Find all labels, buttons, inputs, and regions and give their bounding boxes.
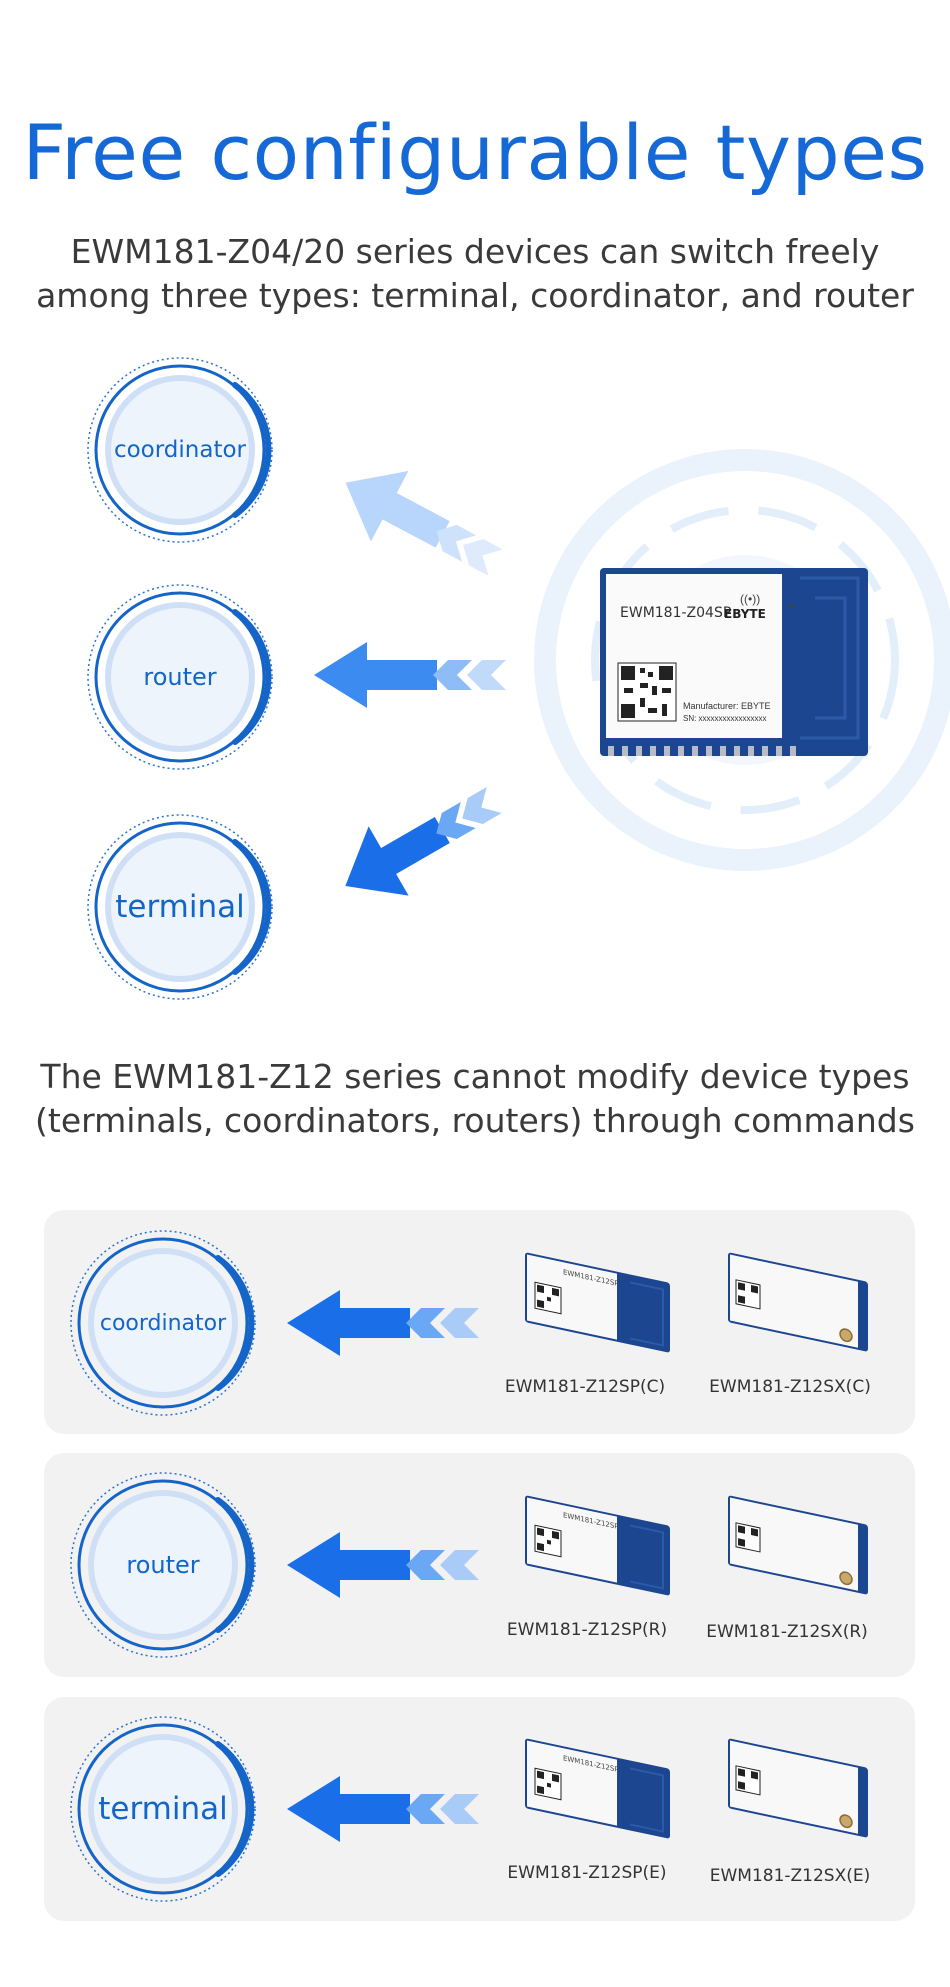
arrow-to-terminal-icon [345,787,502,896]
sx-caption: EWM181-Z12SX(E) [709,1866,871,1886]
ring-icon [70,1716,256,1902]
role-label: router [126,1551,200,1579]
wifi-signal-icon: ((•)) [740,592,761,606]
ring-icon [87,814,273,1000]
sp-caption: EWM181-Z12SP(R) [506,1620,668,1640]
limitation-line-2: (terminals, coordinators, routers) throu… [35,1101,915,1140]
ewm181-z04sp-module-image [600,568,868,756]
sp-caption: EWM181-Z12SP(C) [504,1377,666,1397]
module-sn-label: SN: xxxxxxxxxxxxxxxxx [683,714,767,723]
role-ring-router: router [68,1470,258,1660]
ring-icon [70,1472,256,1658]
module-brand-label: EBYTE [724,607,766,621]
ring-icon [70,1230,256,1416]
module-model-label: EWM181-Z04SP [620,605,732,621]
role-label: router [143,663,217,691]
arrow-left-icon [287,1776,479,1842]
role-label: coordinator [99,1310,227,1336]
sp-caption: EWM181-Z12SP(E) [507,1863,667,1883]
sx-caption: EWM181-Z12SX(C) [709,1377,871,1397]
module-manufacturer-label: Manufacturer: EBYTE [683,701,771,711]
limitation-text: The EWM181-Z12 series cannot modify devi… [0,1055,950,1143]
ring-icon [87,357,273,543]
ewm181-z12sx-module-image [728,1252,868,1352]
limitation-line-1: The EWM181-Z12 series cannot modify devi… [40,1057,910,1096]
intro-line-1: EWM181-Z04/20 series devices can switch … [70,232,880,271]
arrow-left-icon [287,1290,479,1356]
ewm181-z12sp-module-image: EWM181-Z12SP [525,1738,670,1839]
ewm181-z12sp-module-image: EWM181-Z12SP [525,1495,670,1596]
ewm181-z12sx-module-image [728,1495,868,1595]
role-label: terminal [115,889,245,925]
role-label: coordinator [113,437,247,463]
arrow-left-icon [287,1532,479,1598]
role-ring-terminal: terminal [85,812,275,1002]
arrow-to-coordinator-icon [345,470,503,576]
sx-caption: EWM181-Z12SX(R) [706,1622,868,1642]
role-label: terminal [98,1791,228,1827]
ewm181-z12sx-module-image [728,1738,868,1838]
intro-text: EWM181-Z04/20 series devices can switch … [0,230,950,318]
role-ring-terminal: terminal [68,1714,258,1904]
page-title: Free configurable types [22,108,928,197]
arrow-to-router-icon [314,642,506,708]
ewm181-z12sp-module-image: EWM181-Z12SP [525,1252,670,1353]
ring-icon [87,584,273,770]
role-ring-coordinator: coordinator [68,1228,258,1418]
role-ring-router: router [85,582,275,772]
intro-line-2: among three types: terminal, coordinator… [36,276,914,315]
role-ring-coordinator: coordinator [85,355,275,545]
